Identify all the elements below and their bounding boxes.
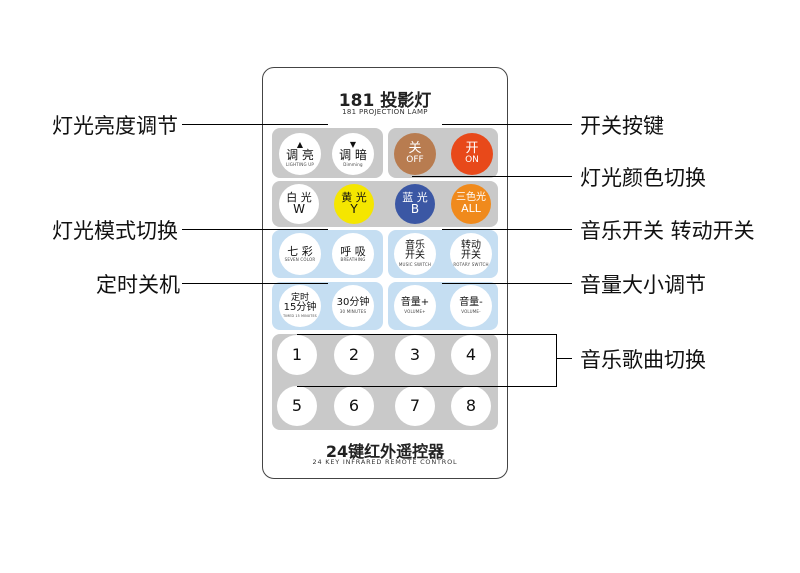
label-mode: 灯光模式切换 xyxy=(52,219,178,243)
label-volume: 音量大小调节 xyxy=(580,273,706,297)
callout-line-volume xyxy=(442,283,572,284)
callout-line-music xyxy=(442,229,572,230)
remote-bottom-subtitle: 24 KEY INFRARED REMOTE CONTROL xyxy=(312,458,458,466)
music-switch-button[interactable]: 音乐 开关 MUSIC SWITCH xyxy=(394,233,436,275)
all-light-button[interactable]: 三色光 ALL xyxy=(451,184,491,224)
number-button-5[interactable]: 5 xyxy=(277,386,317,426)
breathing-button[interactable]: 呼 吸 BREATHING xyxy=(332,233,374,275)
callout-bracket-vertical xyxy=(556,334,557,387)
label-power: 开关按键 xyxy=(580,114,664,138)
remote-bottom-title: 24键红外遥控器 xyxy=(325,442,445,461)
remote-title: 181 投影灯 xyxy=(338,91,432,111)
label-color: 灯光颜色切换 xyxy=(580,166,706,190)
callout-line-timer xyxy=(182,283,328,284)
number-button-7[interactable]: 7 xyxy=(395,386,435,426)
label-music-rotate: 音乐开关 转动开关 xyxy=(580,219,755,243)
arrow-down-icon: ▼ xyxy=(349,140,357,150)
number-button-1[interactable]: 1 xyxy=(277,335,317,375)
off-button[interactable]: 关 OFF xyxy=(394,133,436,175)
volume-up-button[interactable]: 音量+ VOLUME+ xyxy=(394,285,436,327)
callout-line-power xyxy=(442,124,572,125)
callout-line-color xyxy=(412,176,572,177)
remote-subtitle: 181 PROJECTION LAMP xyxy=(342,108,428,116)
rotary-switch-button[interactable]: 转动 开关 ROTARY SWITCH xyxy=(450,233,492,275)
lighting-up-button[interactable]: ▲ 调 亮 LIGHTING UP xyxy=(279,133,321,175)
number-button-8[interactable]: 8 xyxy=(451,386,491,426)
number-button-2[interactable]: 2 xyxy=(334,335,374,375)
number-button-6[interactable]: 6 xyxy=(334,386,374,426)
yellow-light-button[interactable]: 黄 光 Y xyxy=(334,184,374,224)
blue-light-button[interactable]: 蓝 光 B xyxy=(395,184,435,224)
number-button-3[interactable]: 3 xyxy=(395,335,435,375)
label-brightness: 灯光亮度调节 xyxy=(52,114,178,138)
on-button[interactable]: 开 ON xyxy=(451,133,493,175)
callout-bracket-top xyxy=(297,334,557,335)
callout-line-mode xyxy=(182,229,328,230)
label-song: 音乐歌曲切换 xyxy=(580,348,706,372)
callout-line-brightness xyxy=(182,124,328,125)
callout-bracket-bottom xyxy=(297,386,557,387)
volume-down-button[interactable]: 音量- VOLUME- xyxy=(450,285,492,327)
white-light-button[interactable]: 白 光 W xyxy=(279,184,319,224)
label-timer: 定时关机 xyxy=(96,273,180,297)
number-button-4[interactable]: 4 xyxy=(451,335,491,375)
seven-color-button[interactable]: 七 彩 SEVEN COLOR xyxy=(279,233,321,275)
timer-15-button[interactable]: 定时 15分钟 TIMED 15 MINUTES xyxy=(279,285,321,327)
dimming-button[interactable]: ▼ 调 暗 Dimming xyxy=(332,133,374,175)
callout-line-song xyxy=(556,358,572,359)
timer-30-button[interactable]: 30分钟 30 MINUTES xyxy=(332,285,374,327)
arrow-up-icon: ▲ xyxy=(296,140,304,150)
